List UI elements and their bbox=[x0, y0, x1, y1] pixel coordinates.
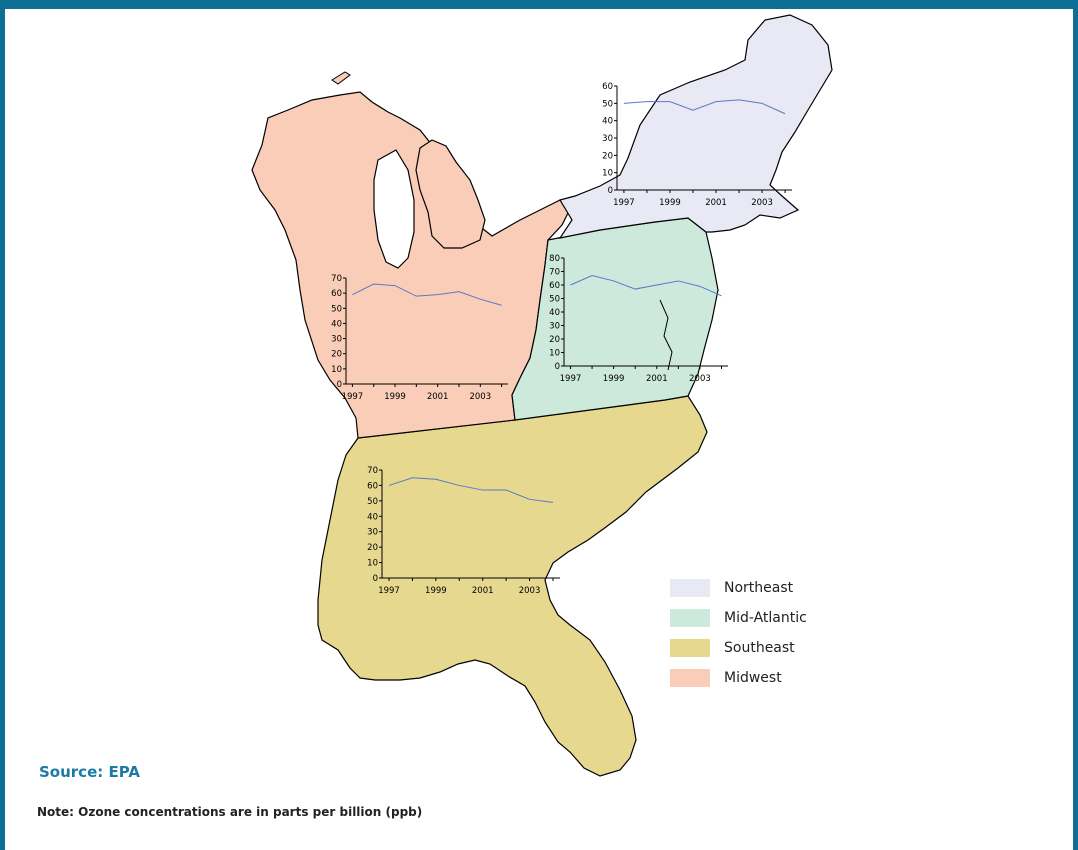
lake-michigan bbox=[373, 149, 415, 269]
x-tick-label: 2003 bbox=[469, 392, 491, 402]
y-tick-label: 50 bbox=[331, 304, 342, 314]
y-tick-label: 0 bbox=[555, 362, 560, 372]
x-tick-label: 2001 bbox=[427, 392, 449, 402]
note-text: Note: Ozone concentrations are in parts … bbox=[37, 805, 423, 819]
y-tick-label: 80 bbox=[549, 254, 560, 264]
x-tick-label: 2003 bbox=[519, 586, 541, 596]
y-tick-label: 10 bbox=[602, 169, 613, 179]
y-tick-label: 50 bbox=[602, 99, 613, 109]
y-tick-label: 10 bbox=[549, 349, 560, 359]
y-tick-label: 30 bbox=[602, 134, 613, 144]
x-tick-label: 1999 bbox=[425, 586, 447, 596]
y-tick-label: 30 bbox=[367, 528, 378, 538]
x-tick-label: 2001 bbox=[705, 198, 727, 208]
legend-label: Northeast bbox=[724, 580, 794, 596]
legend-swatch bbox=[670, 639, 710, 657]
y-tick-label: 40 bbox=[549, 308, 560, 318]
y-tick-label: 10 bbox=[331, 365, 342, 375]
source-label: Source: EPA bbox=[39, 763, 140, 781]
legend-item-northeast: Northeast bbox=[670, 573, 807, 603]
mid-atlantic-ozone-chart: 0 10 20 30 40 50 60 70 80 1997 1999 2001 2003 bbox=[549, 254, 728, 384]
y-tick-label: 30 bbox=[331, 335, 342, 345]
southeast-ozone-chart: 0 10 20 30 40 50 60 70 1997 1999 2001 2003 bbox=[367, 466, 560, 596]
legend-item-mid-atlantic: Mid-Atlantic bbox=[670, 603, 807, 633]
y-tick-label: 20 bbox=[602, 151, 613, 161]
y-tick-label: 40 bbox=[331, 319, 342, 329]
y-tick-label: 60 bbox=[331, 289, 342, 299]
y-tick-label: 20 bbox=[367, 543, 378, 553]
legend: Northeast Mid-Atlantic Southeast Midwest bbox=[670, 573, 807, 693]
x-tick-label: 1997 bbox=[378, 586, 400, 596]
y-tick-label: 70 bbox=[549, 268, 560, 278]
legend-item-midwest: Midwest bbox=[670, 663, 807, 693]
y-tick-label: 60 bbox=[602, 82, 613, 92]
michigan bbox=[415, 139, 486, 249]
x-tick-label: 1997 bbox=[613, 198, 635, 208]
x-tick-label: 1999 bbox=[384, 392, 406, 402]
chesapeake-bay bbox=[659, 299, 673, 371]
y-tick-label: 0 bbox=[337, 380, 342, 390]
legend-label: Southeast bbox=[724, 640, 795, 656]
legend-swatch bbox=[670, 669, 710, 687]
x-tick-label: 2001 bbox=[646, 374, 668, 384]
y-tick-label: 70 bbox=[331, 274, 342, 284]
y-tick-label: 10 bbox=[367, 559, 378, 569]
x-tick-label: 1997 bbox=[342, 392, 364, 402]
y-tick-label: 30 bbox=[549, 322, 560, 332]
northeast-ozone-chart: 0 10 20 30 40 50 60 1997 1999 2001 2003 bbox=[602, 82, 792, 208]
x-tick-label: 2003 bbox=[751, 198, 773, 208]
legend-swatch bbox=[670, 579, 710, 597]
series-line-mid-atlantic bbox=[570, 275, 722, 297]
series-line-northeast bbox=[623, 99, 786, 115]
x-tick-label: 2001 bbox=[472, 586, 494, 596]
region-southeast bbox=[317, 395, 708, 777]
x-tick-label: 2003 bbox=[689, 374, 711, 384]
y-tick-label: 40 bbox=[367, 512, 378, 522]
y-tick-label: 70 bbox=[367, 466, 378, 476]
x-tick-label: 1997 bbox=[560, 374, 582, 384]
y-tick-label: 60 bbox=[549, 281, 560, 291]
region-northeast bbox=[558, 14, 833, 239]
legend-item-southeast: Southeast bbox=[670, 633, 807, 663]
legend-label: Midwest bbox=[724, 670, 782, 686]
x-tick-label: 1999 bbox=[603, 374, 625, 384]
y-tick-label: 20 bbox=[549, 335, 560, 345]
legend-label: Mid-Atlantic bbox=[724, 610, 807, 626]
y-tick-label: 0 bbox=[373, 574, 378, 584]
series-line-midwest bbox=[352, 283, 502, 306]
midwest-ozone-chart: 0 10 20 30 40 50 60 70 1997 1999 2001 2003 bbox=[331, 274, 508, 402]
x-tick-label: 1999 bbox=[659, 198, 681, 208]
isle-royale bbox=[331, 71, 351, 85]
y-tick-label: 20 bbox=[331, 350, 342, 360]
series-line-southeast bbox=[388, 477, 554, 503]
y-tick-label: 40 bbox=[602, 117, 613, 127]
y-tick-label: 60 bbox=[367, 481, 378, 491]
y-tick-label: 50 bbox=[367, 497, 378, 507]
y-tick-label: 50 bbox=[549, 295, 560, 305]
legend-swatch bbox=[670, 609, 710, 627]
y-tick-label: 0 bbox=[608, 186, 613, 196]
